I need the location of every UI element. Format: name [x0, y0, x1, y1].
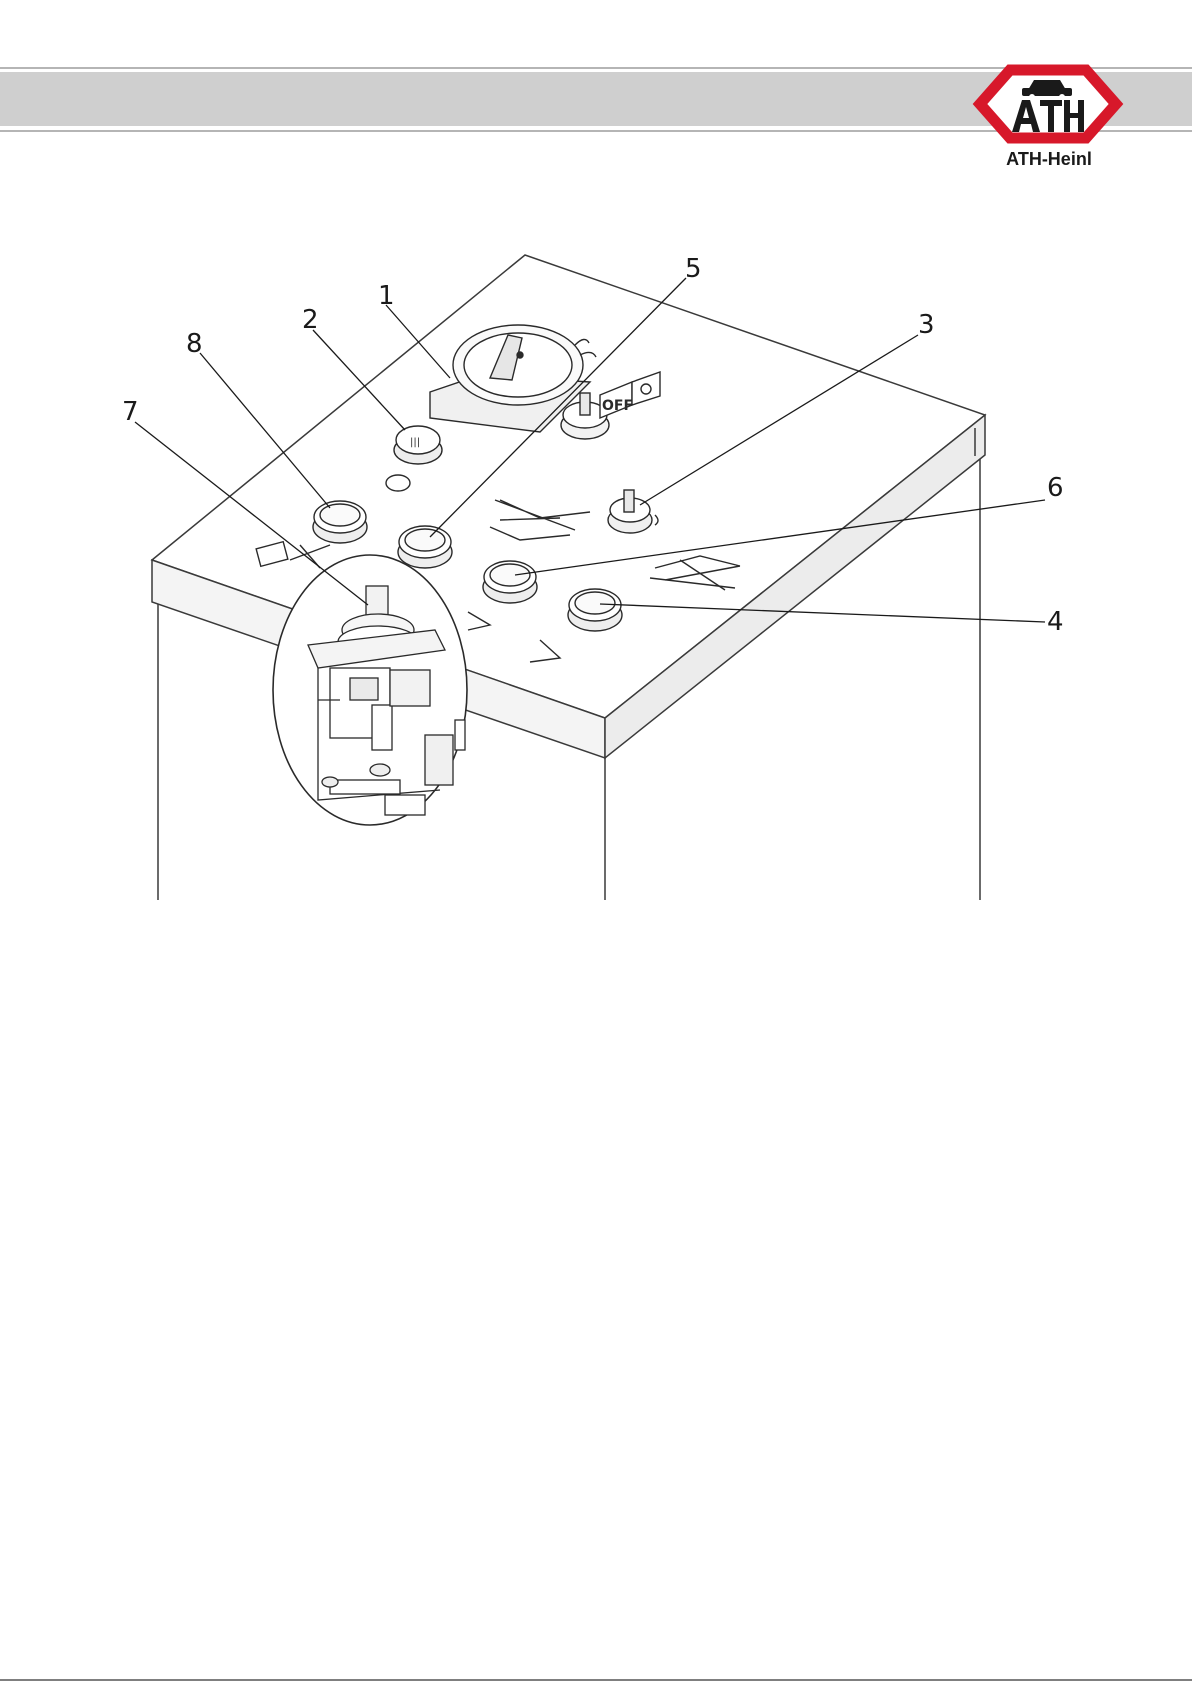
- callout-1: 1: [378, 281, 395, 311]
- callout-5: 5: [685, 254, 702, 284]
- ath-heinl-logo: ATH-Heinl: [980, 70, 1116, 170]
- key-selector-detail-inset: [273, 555, 467, 825]
- callout-2: 2: [302, 305, 319, 335]
- push-button-right: [483, 561, 537, 603]
- push-button-left: [313, 501, 367, 543]
- off-label: OFF: [602, 398, 633, 414]
- svg-text:|||: |||: [410, 437, 420, 448]
- callout-6: 6: [1047, 473, 1064, 503]
- callout-3: 3: [918, 310, 935, 340]
- callout-4: 4: [1047, 607, 1064, 637]
- callout-7: 7: [122, 397, 139, 427]
- push-button-center: [398, 526, 452, 568]
- callout-8: 8: [186, 329, 203, 359]
- logo-caption: ATH-Heinl: [1006, 149, 1092, 169]
- push-button-lower-right: [568, 589, 622, 631]
